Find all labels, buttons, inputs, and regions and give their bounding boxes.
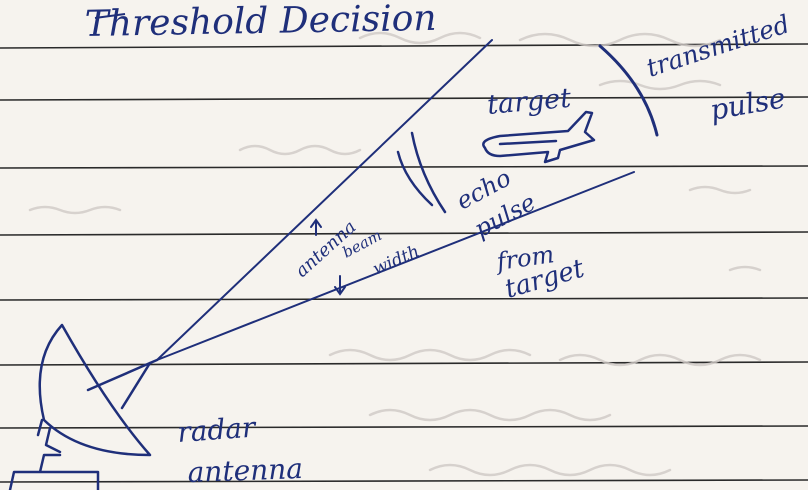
beam-upper-edge [156,39,493,361]
transmitted-pulse-label-line1: transmitted [643,9,793,82]
transmitted-pulse-label-line2: pulse [707,81,787,127]
antenna-beam [156,39,635,361]
beam-width-arrows [310,218,346,296]
beam-lower-edge [156,171,635,361]
radar-antenna-label-line2: antenna [187,452,303,489]
dish-mount [36,418,62,454]
beam-width-label-line3: width [370,242,423,280]
title-underline-accent [94,13,126,19]
bleed-through-marks [28,31,762,477]
radar-antenna-icon [8,323,159,490]
transmitted-pulse-arc [598,44,659,137]
dish-base [8,453,100,490]
target-label: target [486,83,572,121]
dish-reflector [38,323,152,457]
echo-pulse-arcs [396,131,447,214]
target-airplane-icon [482,110,596,164]
radar-antenna-label-line1: radar [176,411,258,449]
dish-feed-support [86,361,152,410]
diagram-title: Threshold Decision [84,0,436,45]
